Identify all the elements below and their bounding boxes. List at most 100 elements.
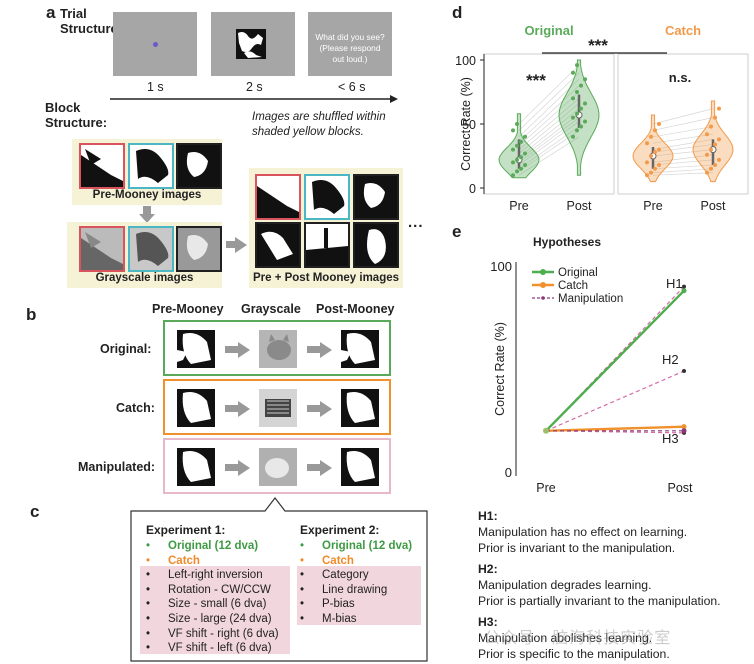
- exp1-item-text: VF shift - left (6 dva): [168, 642, 272, 655]
- mix-thumb-4: [255, 222, 301, 268]
- violin-data-point: [645, 141, 649, 146]
- bullet-icon: •: [300, 554, 305, 567]
- violin-data-point: [583, 101, 587, 106]
- violin-data-point: [523, 134, 527, 139]
- mix-thumb-5: [304, 222, 350, 268]
- hypothesis-description: Prior is partially invariant to the mani…: [478, 594, 721, 608]
- manipulated-arrow-1-bar: [225, 464, 239, 471]
- hyp-xtick-label: Pre: [536, 481, 556, 495]
- exp1-title: Experiment 1:: [146, 523, 226, 537]
- exp2-item-text: Original (12 dva): [322, 540, 413, 552]
- violin-paired-line: [518, 64, 580, 125]
- violin-data-point: [717, 157, 721, 162]
- col-header-grayscale: Grayscale: [241, 302, 301, 316]
- catch-condition-box: [163, 379, 391, 435]
- violin-ylabel: Correct Rate (%): [459, 77, 473, 171]
- hyp-ylabel: Correct Rate (%): [493, 322, 507, 416]
- violin-data-point: [579, 106, 583, 111]
- violin-data-point: [717, 106, 721, 111]
- violin-data-point: [713, 162, 717, 167]
- violin-paired-line: [518, 130, 580, 172]
- bullet-icon: •: [146, 642, 151, 655]
- fixation-screen: [113, 12, 197, 76]
- violin-data-point: [571, 96, 575, 101]
- hypothesis-description: Manipulation abolishes learning.: [478, 631, 653, 645]
- hypothesis-title: H2:: [478, 562, 498, 576]
- exp1-item: • Size - large (24 dva): [146, 612, 279, 627]
- block-arrow-bar: [226, 241, 236, 248]
- original-significance: ***: [526, 71, 546, 90]
- hypothesis-title: H1:: [478, 509, 498, 523]
- exp1-item-text: Original (12 dva): [168, 540, 259, 552]
- hypothesis-endpoint: [682, 284, 686, 289]
- exp2-item-text: P-bias: [322, 598, 355, 611]
- violin-data-point: [575, 128, 579, 133]
- violin-data-point: [657, 147, 661, 152]
- original-arrow-2: [320, 342, 332, 358]
- violin-paired-line: [652, 164, 714, 170]
- violin-data-point: [709, 124, 713, 129]
- exp2-item-text: Catch: [322, 554, 354, 567]
- hypothesis-line: [545, 286, 685, 432]
- exp1-item: •VF shift - right (6 dva): [146, 627, 279, 642]
- violin-data-point: [519, 139, 523, 144]
- violin-data-point: [575, 90, 579, 94]
- hyp-ytick-label: 0: [505, 465, 512, 480]
- hyp-ytick-label: 100: [490, 259, 512, 274]
- down-arrow: [139, 206, 155, 223]
- violin-data-point: [511, 147, 515, 152]
- exp2-item: •Category: [300, 568, 412, 583]
- hyp-series-line: [545, 425, 685, 432]
- exp2-title: Experiment 2:: [300, 523, 380, 537]
- panel-d-letter: d: [452, 3, 463, 22]
- violin-paired-line: [518, 113, 580, 161]
- bullet-icon: •: [146, 612, 151, 625]
- violin-ytick-label: 50: [462, 118, 476, 132]
- violin-data-point: [511, 173, 515, 178]
- manipulated-post-image: [341, 448, 379, 486]
- violin-paired-line: [652, 154, 714, 163]
- hypothesis-description: Prior is invariant to the manipulation.: [478, 541, 676, 555]
- bullet-icon: •: [146, 583, 151, 596]
- response-screen: What did you see? (Please respond out lo…: [308, 12, 392, 76]
- grayscale-thumb-1: [79, 226, 125, 272]
- mix-thumb-1: [255, 174, 301, 220]
- watermark: 公众号 · 脑海科技实验室: [484, 630, 672, 647]
- panel-c-letter: c: [30, 502, 40, 521]
- violin-paired-line: [518, 98, 580, 150]
- exp1-item: •Rotation - CW/CCW: [146, 583, 279, 598]
- legend-label: Original: [558, 267, 598, 279]
- bullet-icon: •: [300, 540, 305, 552]
- violin-ytick-label: 0: [469, 182, 476, 196]
- violin-data-point: [523, 151, 527, 156]
- violin-frame: [617, 53, 749, 195]
- violin-paired-line: [652, 159, 714, 166]
- original-condition-box: [163, 320, 391, 376]
- block-arrow-head: [235, 237, 247, 253]
- violin-data-point: [571, 115, 575, 120]
- hyp-start-point: [543, 427, 549, 434]
- violin-paired-line: [518, 121, 580, 166]
- exp2-item: •Line drawing: [300, 583, 412, 598]
- legend-marker: [541, 296, 545, 300]
- hypotheses-title: Hypotheses: [533, 235, 601, 249]
- exp1-item: • VF shift - left (6 dva): [146, 641, 279, 656]
- exp1-item: •Catch: [146, 554, 279, 569]
- violin-paired-line: [652, 149, 714, 157]
- catch-pre-image: [177, 389, 215, 427]
- panel-b-letter: b: [26, 305, 37, 324]
- legend-marker: [540, 282, 546, 288]
- exp2-item: •M-bias: [300, 612, 412, 627]
- bullet-icon: •: [146, 554, 151, 567]
- pre-mooney-thumb-1: [79, 143, 125, 189]
- violin-data-point: [657, 122, 661, 126]
- original-arrow-1: [238, 342, 250, 358]
- between-significance: ***: [588, 36, 608, 55]
- violin-data-point: [515, 143, 519, 148]
- original-arrow-2-bar: [307, 346, 321, 353]
- hypothesis-description: Manipulation degrades learning.: [478, 578, 652, 592]
- hypothesis-line: [545, 370, 685, 432]
- violin-xtick-label: Pre: [643, 199, 663, 213]
- bullet-icon: •: [146, 540, 151, 552]
- exp1-item-text: Size - large (24 dva): [168, 612, 272, 625]
